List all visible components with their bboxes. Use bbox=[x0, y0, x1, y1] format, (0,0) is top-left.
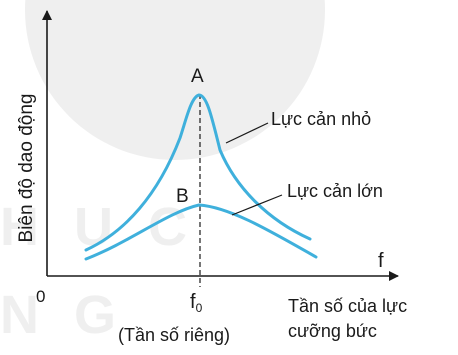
origin-label: 0 bbox=[36, 287, 46, 306]
large-damping-label: Lực cản lớn bbox=[287, 181, 383, 201]
f0-subscript: 0 bbox=[195, 301, 203, 315]
curve-large-damping bbox=[84, 203, 318, 261]
x-caption-line-1: Tần số của lực bbox=[288, 296, 408, 316]
f0-label: f0 bbox=[190, 292, 202, 314]
pointer-small-damping bbox=[225, 122, 269, 144]
curve-small-damping bbox=[84, 93, 312, 252]
f0-caption: (Tần số riêng) bbox=[118, 325, 231, 345]
peak-b-label: B bbox=[176, 186, 189, 207]
x-caption-line-2: cưỡng bức bbox=[288, 321, 377, 341]
small-damping-label: Lực cản nhỏ bbox=[271, 109, 372, 129]
pointer-large-damping bbox=[231, 194, 283, 216]
watermark-line-2: N G bbox=[0, 285, 127, 345]
y-axis-title: Biên độ dao động bbox=[16, 93, 37, 243]
f0-base: f bbox=[190, 291, 196, 313]
peak-a-label: A bbox=[191, 66, 204, 87]
x-axis-symbol: f bbox=[378, 250, 384, 272]
